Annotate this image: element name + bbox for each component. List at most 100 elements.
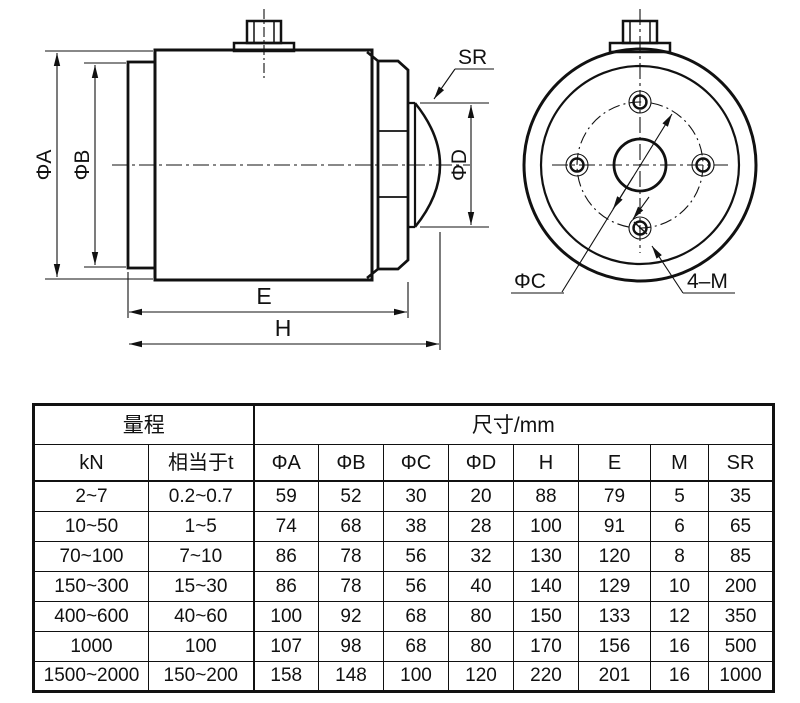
chamfer-bottom bbox=[366, 267, 379, 280]
table-cell: 79 bbox=[578, 480, 651, 512]
table-row: 400~600 40~60 100 92 68 80 150 133 12 35… bbox=[33, 600, 775, 632]
table-cell: 52 bbox=[318, 480, 384, 512]
callout-phi-c bbox=[511, 113, 673, 294]
table-cell: 107 bbox=[252, 630, 319, 662]
callout-sr-label: SR bbox=[458, 46, 487, 69]
col-sr: SR bbox=[707, 444, 775, 482]
table-cell: 68 bbox=[383, 630, 449, 662]
table-cell: 130 bbox=[513, 540, 579, 572]
callout-sr bbox=[433, 68, 494, 100]
callout-phi-c-label: ΦC bbox=[514, 270, 546, 293]
spherical-cap bbox=[414, 102, 442, 228]
table-cell: 170 bbox=[513, 630, 579, 662]
bolt-hole-bottom bbox=[628, 216, 652, 240]
table-cell: 85 bbox=[707, 540, 775, 572]
callout-4m bbox=[651, 245, 735, 294]
dim-phi-a bbox=[45, 50, 153, 280]
table-cell: 133 bbox=[578, 600, 651, 632]
col-e: E bbox=[578, 444, 651, 482]
table-cell: 500 bbox=[707, 630, 775, 662]
table-cell: 59 bbox=[252, 480, 319, 512]
table-cell: 78 bbox=[318, 570, 384, 602]
dim-h-label: H bbox=[275, 315, 292, 341]
table-cell: 86 bbox=[252, 570, 319, 602]
table-cell: 68 bbox=[383, 600, 449, 632]
table-cell: 100 bbox=[383, 660, 449, 692]
table-cell: 1~5 bbox=[148, 510, 254, 542]
table-cell: 158 bbox=[252, 660, 319, 692]
connector-nut bbox=[245, 19, 283, 45]
table-cell: 129 bbox=[578, 570, 651, 602]
front-view: ΦC 4–M bbox=[511, 9, 758, 294]
table-cell: 91 bbox=[578, 510, 651, 542]
dim-h bbox=[129, 232, 441, 350]
table-row: 1000 100 107 98 68 80 170 156 16 500 bbox=[33, 630, 775, 662]
table-cell: 88 bbox=[513, 480, 579, 512]
table-cell: 150~200 bbox=[148, 660, 254, 692]
table-cell: 56 bbox=[383, 540, 449, 572]
table-cell: 70~100 bbox=[33, 540, 149, 572]
table-cell: 32 bbox=[448, 540, 514, 572]
table-cell: 1000 bbox=[33, 630, 149, 662]
header-range: 量程 bbox=[33, 404, 254, 445]
table-cell: 148 bbox=[318, 660, 384, 692]
col-phi-b: ΦB bbox=[318, 444, 384, 482]
bolt-hole-right bbox=[691, 153, 715, 177]
dim-phi-b bbox=[84, 62, 126, 268]
table-cell: 400~600 bbox=[33, 600, 149, 632]
table-cell: 30 bbox=[383, 480, 449, 512]
table-cell: 8 bbox=[650, 540, 709, 572]
table-cell: 201 bbox=[578, 660, 651, 692]
connector-nut-flats bbox=[253, 21, 275, 43]
header-dimensions-mm: 尺寸/mm bbox=[252, 404, 775, 445]
table-cell: 100 bbox=[252, 600, 319, 632]
table-cell: 78 bbox=[318, 540, 384, 572]
table-cell: 156 bbox=[578, 630, 651, 662]
table-cell: 40~60 bbox=[148, 600, 254, 632]
table-cell: 1500~2000 bbox=[33, 660, 149, 692]
table-cell: 2~7 bbox=[33, 480, 149, 512]
inner-circle bbox=[539, 64, 741, 266]
table-cell: 200 bbox=[707, 570, 775, 602]
table-cell: 40 bbox=[448, 570, 514, 602]
table-row: 1500~2000 150~200 158 148 100 120 220 20… bbox=[33, 660, 775, 692]
table-cell: 16 bbox=[650, 660, 709, 692]
table-cell: 65 bbox=[707, 510, 775, 542]
dim-e-label: E bbox=[256, 283, 271, 309]
table-cell: 10~50 bbox=[33, 510, 149, 542]
col-m: M bbox=[650, 444, 709, 482]
table-cell: 5 bbox=[650, 480, 709, 512]
table-row: 70~100 7~10 86 78 56 32 130 120 8 85 bbox=[33, 540, 775, 572]
center-hole bbox=[612, 137, 668, 193]
table-cell: 74 bbox=[252, 510, 319, 542]
table-cell: 140 bbox=[513, 570, 579, 602]
table-cell: 100 bbox=[513, 510, 579, 542]
table-cell: 98 bbox=[318, 630, 384, 662]
table-cell: 120 bbox=[578, 540, 651, 572]
dim-phi-d bbox=[420, 102, 489, 228]
callout-4m-label: 4–M bbox=[687, 270, 728, 293]
cap-face bbox=[408, 101, 417, 229]
table-cell: 92 bbox=[318, 600, 384, 632]
col-phi-d: ΦD bbox=[448, 444, 514, 482]
technical-drawing: ΦA ΦB ΦD SR E bbox=[33, 9, 758, 350]
table-group-header-row: 量程 尺寸/mm bbox=[33, 404, 775, 445]
table-cell: 15~30 bbox=[148, 570, 254, 602]
front-connector-nut bbox=[621, 19, 659, 45]
chamfer-top bbox=[366, 50, 379, 63]
table-cell: 86 bbox=[252, 540, 319, 572]
dim-phi-a-label: ΦA bbox=[33, 150, 56, 181]
table-cell: 220 bbox=[513, 660, 579, 692]
step-ring bbox=[376, 59, 410, 271]
table-cell: 120 bbox=[448, 660, 514, 692]
dimensions-table-wrap: 量程 尺寸/mm kN 相当于t ΦA ΦB ΦC ΦD H E M SR bbox=[32, 403, 776, 693]
table-cell: 38 bbox=[383, 510, 449, 542]
table-cell: 12 bbox=[650, 600, 709, 632]
table-cell: 80 bbox=[448, 600, 514, 632]
table-cell: 350 bbox=[707, 600, 775, 632]
bolt-hole-left bbox=[565, 153, 589, 177]
table-cell: 6 bbox=[650, 510, 709, 542]
front-connector-nut-flats bbox=[629, 21, 651, 43]
col-h: H bbox=[513, 444, 579, 482]
